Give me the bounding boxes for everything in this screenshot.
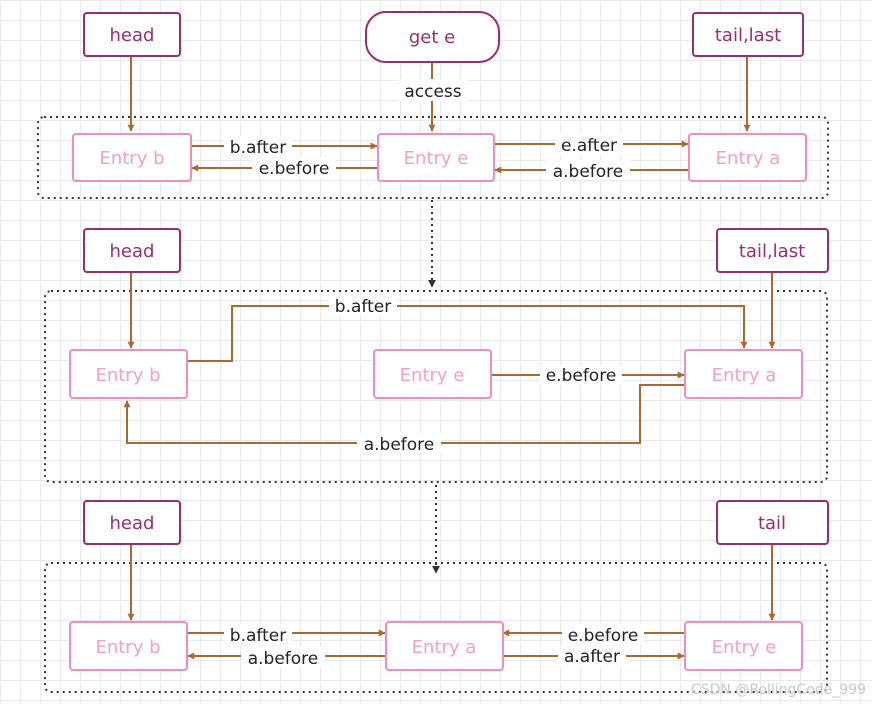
- p3-entry-b: Entry b: [69, 621, 188, 671]
- p3-entry-e-label: Entry e: [712, 637, 777, 658]
- label-e-before: e.before: [259, 159, 330, 179]
- p1-entry-e-label: Entry e: [404, 148, 469, 169]
- label-e-after: e.after: [561, 136, 617, 156]
- label-access: access: [404, 82, 461, 102]
- p1-entry-b: Entry b: [72, 133, 192, 182]
- p3-entry-a-label: Entry a: [412, 637, 477, 658]
- p2-entry-e-label: Entry e: [400, 365, 465, 386]
- p1-tail-pointer: tail,last: [692, 12, 804, 57]
- label-p3-a-after: a.after: [564, 647, 620, 667]
- p3-head-pointer: head: [83, 500, 181, 545]
- p1-head-pointer: head: [83, 12, 181, 57]
- p1-entry-e: Entry e: [377, 133, 495, 182]
- p1-entry-a: Entry a: [688, 133, 807, 182]
- p3-entry-e: Entry e: [684, 621, 803, 671]
- p3-tail-pointer: tail: [716, 500, 829, 545]
- p2-entry-b: Entry b: [69, 349, 188, 399]
- label-b-after: b.after: [230, 138, 286, 158]
- p2-tail-pointer: tail,last: [716, 228, 829, 273]
- label-a-before: a.before: [553, 162, 624, 182]
- watermark: CSDN @RollingCode_999: [691, 682, 866, 698]
- p1-head-label: head: [110, 25, 155, 46]
- p2-entry-e: Entry e: [373, 349, 492, 399]
- p2-entry-a-label: Entry a: [712, 365, 777, 386]
- p1-entry-a-label: Entry a: [716, 148, 781, 169]
- p3-head-label: head: [110, 513, 155, 534]
- panel-1-frame: [37, 116, 829, 199]
- label-p2-a-before: a.before: [364, 435, 435, 455]
- p2-tail-label: tail,last: [739, 241, 805, 262]
- p2-entry-a: Entry a: [684, 349, 803, 399]
- get-e-operation: get e: [365, 11, 500, 63]
- p3-tail-label: tail: [758, 513, 786, 534]
- p2-a-before-arrow: [123, 384, 684, 444]
- label-p3-e-before: e.before: [568, 626, 639, 646]
- label-p3-a-before: a.before: [248, 649, 319, 669]
- get-e-label: get e: [409, 27, 455, 48]
- label-p2-b-after: b.after: [335, 297, 391, 317]
- p2-entry-b-label: Entry b: [95, 365, 160, 386]
- label-p3-b-after: b.after: [230, 626, 286, 646]
- p1-tail-label: tail,last: [715, 25, 781, 46]
- p2-head-pointer: head: [83, 228, 181, 273]
- label-p2-e-before: e.before: [546, 366, 617, 386]
- p3-entry-a: Entry a: [385, 621, 504, 671]
- p1-entry-b-label: Entry b: [99, 148, 164, 169]
- p3-entry-b-label: Entry b: [95, 637, 160, 658]
- p2-head-label: head: [110, 241, 155, 262]
- p2-b-after-arrow: [188, 305, 748, 362]
- panel-2-frame: [44, 290, 828, 483]
